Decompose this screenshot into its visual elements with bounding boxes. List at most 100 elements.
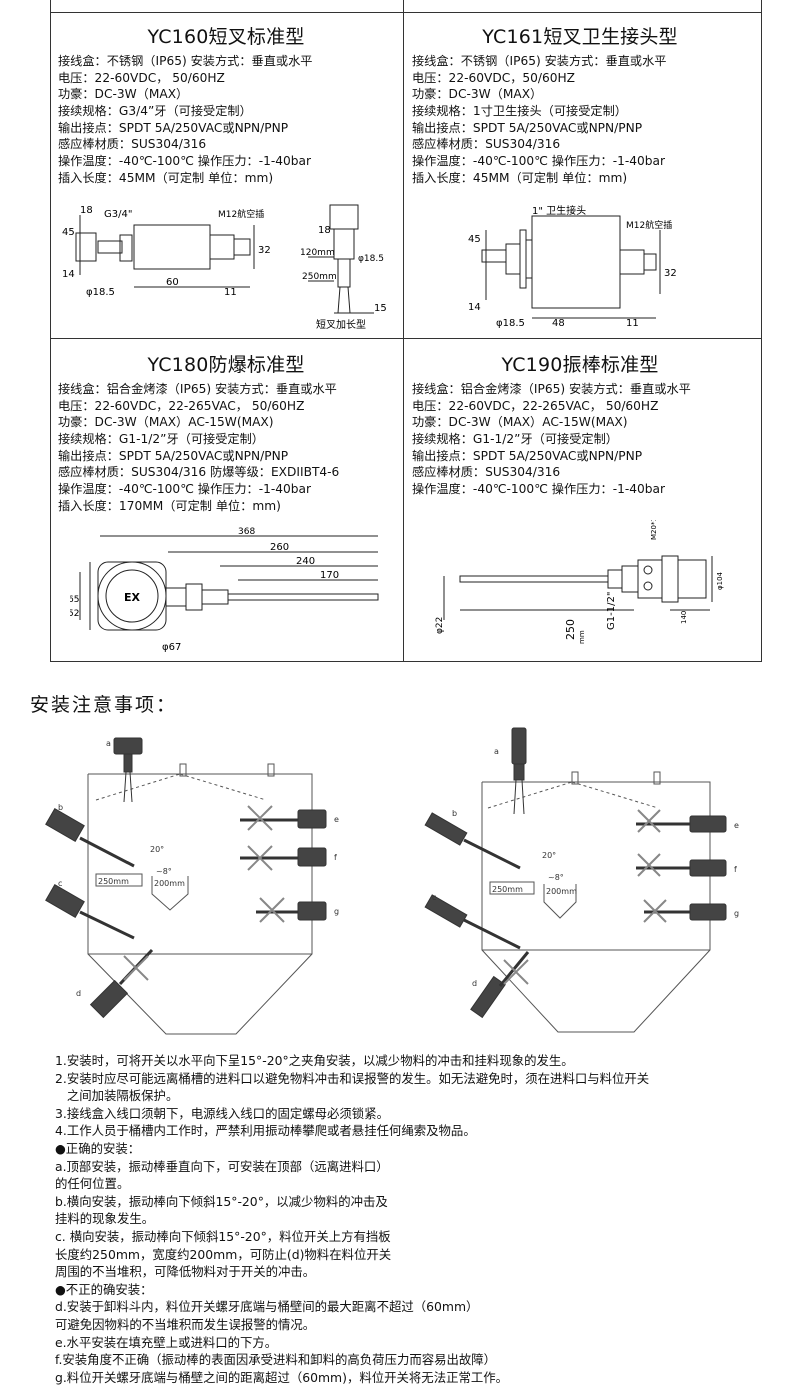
scene-angle: 20°: [542, 851, 556, 860]
dim-label: G3/4": [104, 209, 132, 220]
grid-border-top: [50, 12, 762, 13]
scene-label: b: [58, 803, 63, 812]
scene-label: d: [76, 989, 81, 998]
note-line: g.料位开关螺牙底端与桶壁之间的距离超过（60mm)，料位开关将无法正常工作。: [55, 1369, 509, 1385]
spec-list: 接线盒：铝合金烤漆（IP65) 安装方式：垂直或水平 电压：22-60VDC，2…: [58, 381, 402, 515]
product-title: YC180防爆标准型: [147, 354, 305, 376]
product-cell-yc190: YC190振棒标准型 接线盒：铝合金烤漆（IP65) 安装方式：垂直或水平 电压…: [404, 350, 756, 498]
scene-label: e: [334, 815, 339, 824]
dim-label: 48: [552, 318, 565, 329]
spec-line: 接续规格：G1-1/2”牙（可接受定制）: [412, 432, 618, 447]
dim-label: 368: [238, 527, 255, 537]
dim-label: 240: [296, 556, 315, 567]
note-line: f.安装角度不正确（振动棒的表面因承受进料和卸料的高负荷压力而容易出故障）: [55, 1352, 497, 1368]
spec-line: 功豪：DC-3W（MAX）AC-15W(MAX): [58, 415, 274, 430]
spec-line: 输出接点：SPDT 5A/250VAC或NPN/PNP: [412, 120, 643, 135]
scene-dim: 250mm: [492, 885, 523, 894]
spec-line: 接续规格：G1-1/2”牙（可接受定制）: [58, 432, 264, 447]
note-line: 长度约250mm，宽度约200mm，可防止(d)物料在料位开关: [55, 1246, 392, 1262]
note-line: c. 横向安装，振动棒向下倾斜15°-20°，料位开关上方有挡板: [55, 1228, 391, 1244]
dim-label: 15: [374, 303, 387, 314]
dim-label: M20*1.5: [650, 520, 658, 540]
dim-label: 14: [62, 269, 75, 280]
note-line: 挂料的现象发生。: [55, 1211, 155, 1227]
dim-label: 140: [680, 611, 688, 624]
install-scene-left: a b c d e f g 20° ~8° 250mm 200mm: [45, 737, 339, 1035]
dim-label: 11: [224, 287, 237, 298]
spec-line: 操作温度：-40℃-100℃ 操作压力：-1-40bar: [58, 154, 311, 169]
dim-label: 65: [70, 595, 79, 605]
install-title: 安装注意事项：: [30, 694, 178, 716]
dim-label: 11: [626, 318, 639, 329]
scene-label: c: [432, 893, 436, 902]
dim-label: 45: [468, 234, 481, 245]
dim-label: 170: [320, 570, 339, 581]
spec-line: 感应棒材质：SUS304/316: [412, 137, 561, 152]
dim-label: 32: [664, 268, 677, 279]
scene-label: a: [106, 739, 111, 748]
grid-border-left: [50, 0, 51, 662]
grid-border-right: [761, 0, 762, 662]
dim-label: φ104: [716, 571, 724, 590]
dim-label: 1" 卫生接头: [532, 204, 586, 217]
grid-border-bottom: [50, 661, 762, 662]
dim-label: 18: [318, 225, 331, 236]
spec-line: 感应棒材质：SUS304/316: [58, 137, 207, 152]
spec-line: 插入长度：45MM（可定制 单位：mm): [412, 170, 628, 185]
note-line: 的任何位置。: [55, 1176, 130, 1192]
spec-line: 接线盒：铝合金烤漆（IP65) 安装方式：垂直或水平: [412, 382, 691, 396]
spec-line: 操作温度：-40℃-100℃ 操作压力：-1-40bar: [412, 154, 665, 169]
spec-line: 电压：22-60VDC， 50/60HZ: [58, 70, 225, 85]
scene-label: d: [472, 979, 477, 988]
dim-label: 45: [62, 227, 75, 238]
product-title: YC161短叉卫生接头型: [482, 26, 678, 48]
dim-label: φ22: [435, 617, 445, 634]
scene-angle: ~8°: [156, 867, 172, 876]
note-line: b.横向安装，振动棒向下倾斜15°-20°，以减少物料的冲击及: [55, 1193, 388, 1209]
spec-line: 输出接点：SPDT 5A/250VAC或NPN/PNP: [412, 448, 643, 463]
spec-line: 电压：22-60VDC，22-265VAC， 50/60HZ: [412, 398, 659, 413]
scene-label: g: [334, 907, 339, 916]
dim-label: G1-1/2": [606, 592, 617, 630]
spec-line: 功豪：DC-3W（MAX）: [58, 87, 189, 102]
note-line: ●正确的安装：: [55, 1140, 141, 1156]
dim-label: 250: [564, 619, 577, 640]
scene-label: f: [334, 853, 337, 862]
scene-label: b: [452, 809, 457, 818]
scene-label: f: [734, 865, 737, 874]
spec-line: 操作温度：-40℃-100℃ 操作压力：-1-40bar: [58, 482, 311, 497]
dim-label: mm: [578, 630, 586, 644]
spec-line: 插入长度：45MM（可定制 单位：mm): [58, 170, 274, 185]
spec-line: 功豪：DC-3W（MAX）AC-15W(MAX): [412, 415, 628, 430]
dim-label: φ67: [162, 642, 181, 653]
note-line: d.安装于卸料斗内，料位开关螺牙底端与桶壁间的最大距离不超过（60mm）: [55, 1299, 479, 1315]
scene-label: g: [734, 909, 739, 918]
spec-line: 感应棒材质：SUS304/316: [412, 465, 561, 480]
dim-label: φ18.5: [86, 287, 115, 298]
scene-dim: 200mm: [546, 887, 577, 896]
scene-label: c: [58, 879, 62, 888]
spec-line: 插入长度：170MM（可定制 单位：mm): [58, 498, 281, 513]
dim-label: φ18.5: [358, 254, 384, 264]
note-line: 4.工作人员于桶槽内工作时，严禁利用振动棒攀爬或者悬挂任何绳索及物品。: [55, 1123, 476, 1139]
dim-label: 52: [70, 609, 79, 619]
spec-line: 输出接点：SPDT 5A/250VAC或NPN/PNP: [58, 120, 289, 135]
dim-label: 32: [258, 245, 271, 256]
note-line: e.水平安装在填充壁上或进料口的下方。: [55, 1334, 278, 1350]
yc190-drawing: M20*1.5 G1-1/2" φ22 250 mm φ104 140: [435, 520, 724, 644]
product-cell-yc161: YC161短叉卫生接头型 接线盒：不锈钢（IP65) 安装方式：垂直或水平 电压…: [404, 22, 756, 187]
drawing-caption: 短叉加长型: [316, 318, 366, 331]
product-title: YC160短叉标准型: [147, 26, 305, 48]
spec-line: 接续规格：1寸卫生接头（可接受定制）: [412, 104, 627, 119]
install-notes: 1.安装时，可将开关以水平向下呈15°-20°之夹角安装，以减少物料的冲击和挂料…: [55, 1052, 775, 1386]
dim-label: 250mm: [302, 272, 337, 282]
note-line: 周围的不当堆积，可降低物料对于开关的冲击。: [55, 1264, 316, 1280]
note-line: 3.接线盒入线口须朝下，电源线入线口的固定螺母必须锁紧。: [55, 1105, 389, 1121]
note-line: 1.安装时，可将开关以水平向下呈15°-20°之夹角安装，以减少物料的冲击和挂料…: [55, 1053, 574, 1068]
spec-line: 感应棒材质：SUS304/316 防爆等级：EXDIIBT4-6: [58, 465, 340, 480]
scene-angle: ~8°: [548, 873, 564, 882]
spec-line: 接线盒：铝合金烤漆（IP65) 安装方式：垂直或水平: [58, 382, 337, 396]
dim-label: 260: [270, 542, 289, 553]
product-grid: YC160短叉标准型 接线盒：不锈钢（IP65) 安装方式：垂直或水平 电压：2…: [50, 0, 762, 662]
dim-label: 18: [80, 205, 93, 216]
